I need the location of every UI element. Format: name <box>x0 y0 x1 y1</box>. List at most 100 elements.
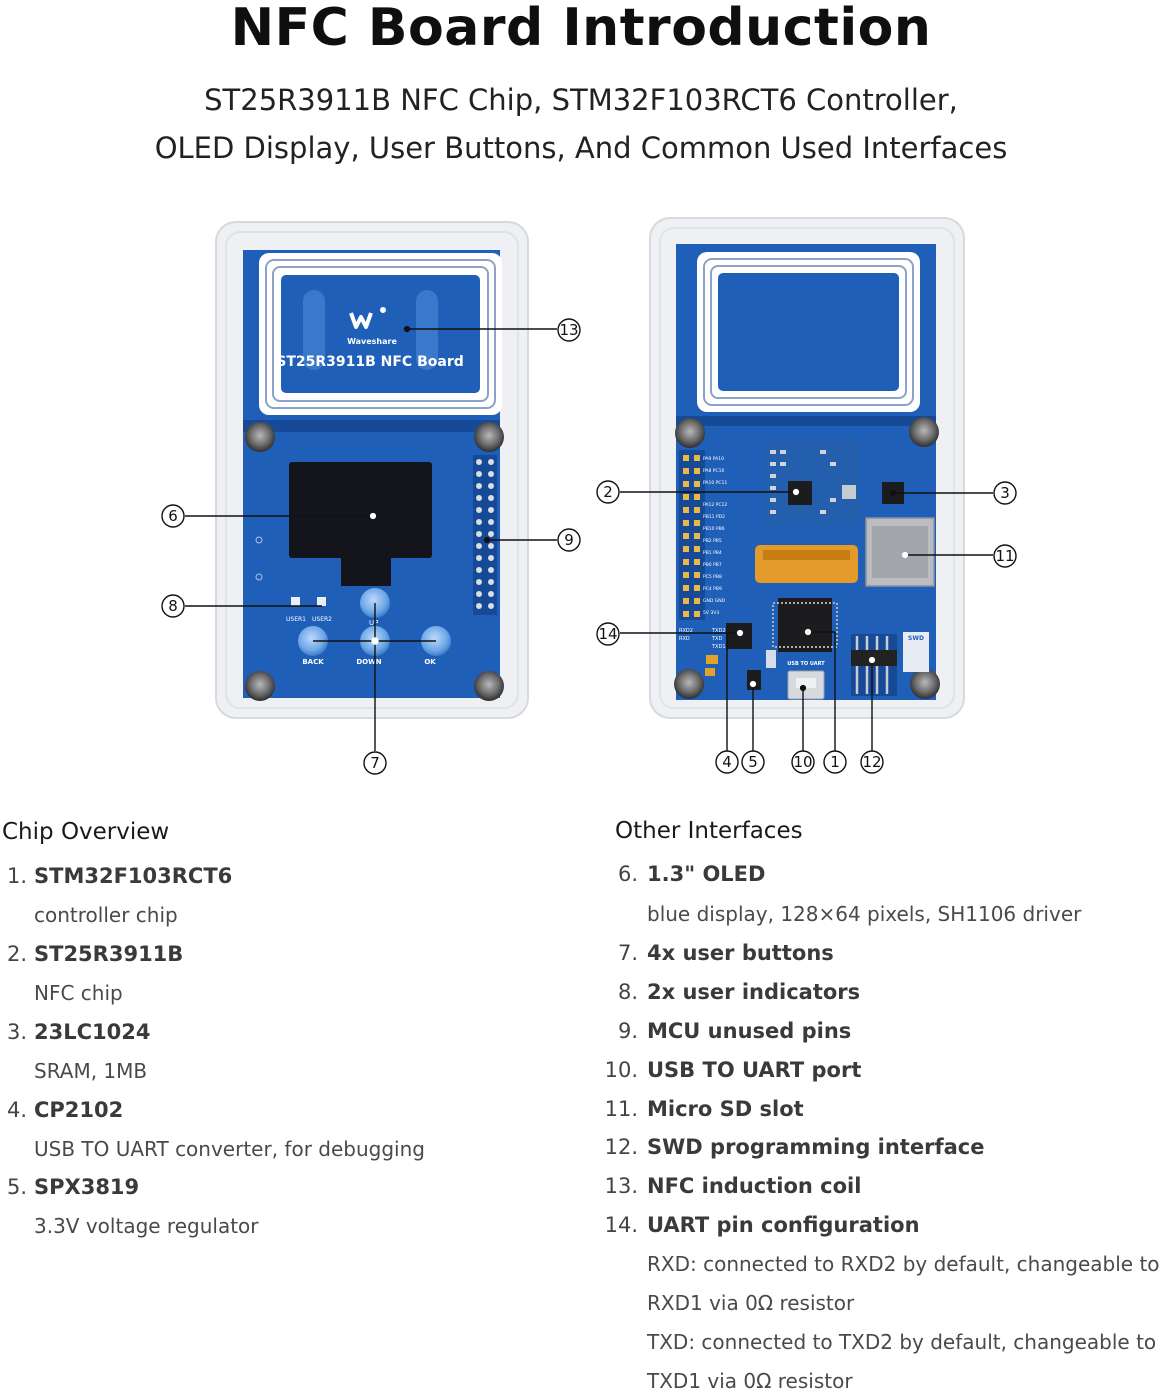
svg-text:14: 14 <box>598 625 617 643</box>
svg-text:PC4 PB9: PC4 PB9 <box>703 586 722 592</box>
svg-text:2: 2 <box>603 483 613 501</box>
svg-text:GND GND: GND GND <box>703 598 726 604</box>
svg-text:9: 9 <box>564 531 574 549</box>
item-title: 2x user indicators <box>647 980 861 1004</box>
item-desc: NFC chip <box>34 981 123 1005</box>
callout-10: 10 <box>791 750 815 774</box>
svg-text:PB2 PB5: PB2 PB5 <box>703 538 722 544</box>
callout-2: 2 <box>596 480 620 504</box>
pin-labels: PA9 PA10 PA8 PC10 PA10 PC11 PA12 PC12 PB… <box>703 456 727 616</box>
item-desc: RXD: connected to RXD2 by default, chang… <box>647 1252 1160 1276</box>
screw-icon <box>245 422 275 452</box>
item-title: CP2102 <box>34 1098 124 1122</box>
user-indicator-2 <box>317 597 326 606</box>
screw-icon <box>674 669 704 699</box>
svg-text:PA9 PA10: PA9 PA10 <box>703 456 724 462</box>
item-desc: 3.3V voltage regulator <box>34 1214 259 1238</box>
back-callouts <box>620 488 993 751</box>
subtitle-line-2: OLED Display, User Buttons, And Common U… <box>154 131 1008 165</box>
indicator-label: USER2 <box>312 616 332 623</box>
svg-text:PB0 PB7: PB0 PB7 <box>703 562 722 568</box>
page-title: NFC Board Introduction <box>230 0 932 58</box>
waveshare-logo-icon <box>349 307 386 329</box>
svg-text:PB10 PB6: PB10 PB6 <box>703 526 725 532</box>
svg-text:7: 7 <box>370 754 380 772</box>
svg-text:11: 11 <box>995 547 1014 565</box>
nfc-chip <box>788 481 812 505</box>
item-title: Micro SD slot <box>647 1097 804 1121</box>
item-desc: controller chip <box>34 903 178 927</box>
subtitle-line-1: ST25R3911B NFC Chip, STM32F103RCT6 Contr… <box>204 83 958 117</box>
svg-text:3: 3 <box>1000 484 1010 502</box>
screw-icon <box>909 417 939 447</box>
callout-5: 5 <box>741 750 765 774</box>
regulator-chip <box>747 670 761 690</box>
item-title: STM32F103RCT6 <box>34 864 233 888</box>
item-desc: blue display, 128×64 pixels, SH1106 driv… <box>647 902 1082 926</box>
item-title: NFC induction coil <box>647 1174 862 1198</box>
svg-text:5: 5 <box>748 753 758 771</box>
front-callouts <box>185 325 557 751</box>
item-title: ST25R3911B <box>34 942 184 966</box>
logo-text: Waveshare <box>347 337 397 346</box>
screw-icon <box>474 422 504 452</box>
item-desc: TXD: connected to TXD2 by default, chang… <box>647 1330 1157 1354</box>
callout-7: 7 <box>363 751 387 775</box>
callout-9: 9 <box>557 528 581 552</box>
back-pin-header <box>679 450 705 620</box>
front-board: Waveshare ST25R3911B NFC Board <box>215 221 529 719</box>
svg-text:PA10 PC11: PA10 PC11 <box>703 480 727 486</box>
svg-text:12: 12 <box>862 753 881 771</box>
callout-13: 13 <box>557 318 581 342</box>
indicator-label: USER1 <box>286 616 306 623</box>
item-title: 4x user buttons <box>647 941 834 965</box>
button-label: UP <box>369 619 378 627</box>
uart-labels: RXD2 TXD2 RXD TXD TXD1 <box>679 628 726 650</box>
item-title: USB TO UART port <box>647 1058 862 1082</box>
callout-1: 1 <box>823 750 847 774</box>
button-label: OK <box>424 658 436 666</box>
user-indicator-1 <box>291 597 300 606</box>
item-title: SWD programming interface <box>647 1135 985 1159</box>
button-label: DOWN <box>356 658 381 666</box>
oled-screen <box>289 462 432 558</box>
screw-icon <box>245 671 275 701</box>
item-title: 23LC1024 <box>34 1020 151 1044</box>
svg-text:RXD: RXD <box>679 636 690 642</box>
callout-6: 6 <box>161 504 185 528</box>
other-interfaces-heading: Other Interfaces <box>615 818 803 844</box>
svg-text:4: 4 <box>722 753 732 771</box>
swd-label: SWD <box>908 635 924 642</box>
screw-icon <box>474 671 504 701</box>
svg-text:TXD2: TXD2 <box>711 628 726 634</box>
callout-4: 4 <box>715 750 739 774</box>
callout-3: 3 <box>993 481 1017 505</box>
board-label: ST25R3911B NFC Board <box>276 354 464 370</box>
item-title: UART pin configuration <box>647 1213 920 1237</box>
callout-11: 11 <box>993 544 1017 568</box>
mcu-chip <box>778 598 832 652</box>
front-pin-header <box>473 455 497 615</box>
screw-icon <box>675 418 705 448</box>
item-desc: USB TO UART converter, for debugging <box>34 1137 425 1161</box>
swd-header <box>851 634 897 696</box>
svg-text:PB11 PD2: PB11 PD2 <box>703 514 725 520</box>
board-illustration: Waveshare ST25R3911B NFC Board <box>161 217 1017 775</box>
svg-text:13: 13 <box>559 321 578 339</box>
item-desc: TXD1 via 0Ω resistor <box>647 1369 853 1393</box>
callout-12: 12 <box>860 750 884 774</box>
item-desc: SRAM, 1MB <box>34 1059 148 1083</box>
screw-icon <box>910 669 940 699</box>
chip-overview-heading: Chip Overview <box>2 819 170 845</box>
svg-text:PA8 PC10: PA8 PC10 <box>703 468 725 474</box>
cp2102-chip <box>726 623 752 649</box>
svg-text:PC5 PB8: PC5 PB8 <box>703 574 722 580</box>
svg-text:PA12 PC12: PA12 PC12 <box>703 502 727 508</box>
svg-text:TXD: TXD <box>711 636 722 642</box>
item-title: 1.3" OLED <box>647 862 766 886</box>
svg-text:PB1 PB4: PB1 PB4 <box>703 550 722 556</box>
button-label: BACK <box>302 658 324 666</box>
svg-text:5V 3V3: 5V 3V3 <box>703 610 719 616</box>
svg-text:RXD2: RXD2 <box>679 628 693 634</box>
callout-14: 14 <box>596 622 620 646</box>
